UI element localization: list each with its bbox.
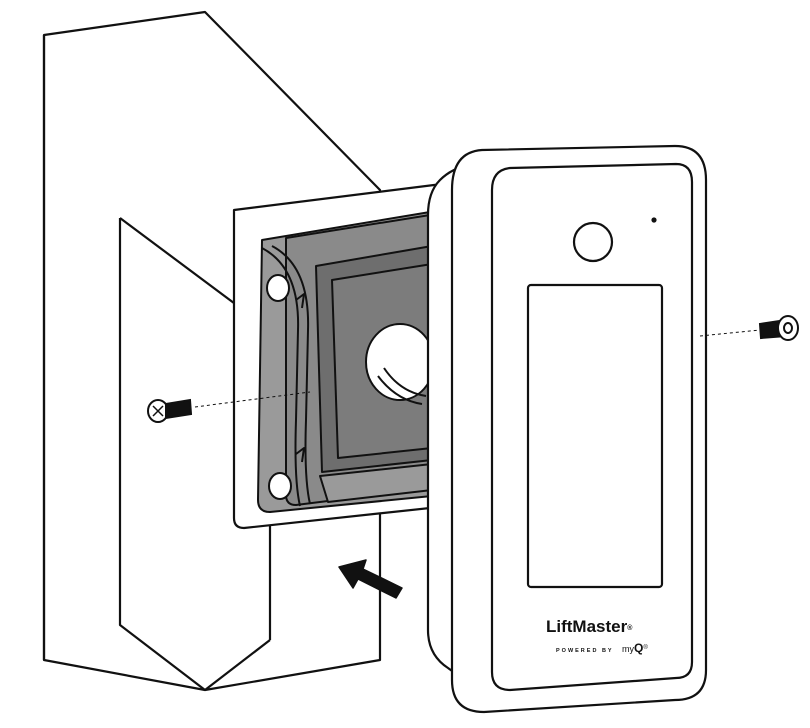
screw-icon [147, 398, 193, 423]
inner-housing [315, 245, 435, 503]
camera-icon [572, 221, 614, 263]
brand-logo: LiftMaster® [546, 617, 633, 636]
arrow-icon [338, 559, 403, 599]
indicator-light [651, 217, 657, 223]
display-screen [526, 283, 664, 589]
powered-by-line: POWERED BY myQ® [556, 639, 648, 656]
alignment-line-left [194, 391, 311, 408]
screw-icon [758, 315, 799, 341]
alignment-line-right [699, 329, 761, 337]
